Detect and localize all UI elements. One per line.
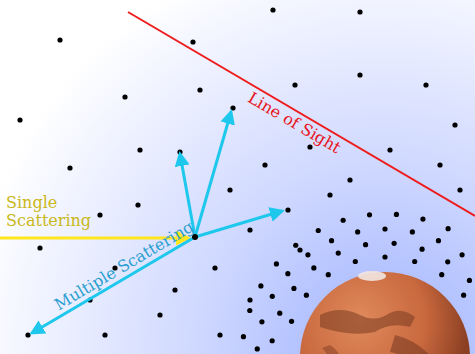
particle-dot (382, 254, 387, 259)
particle-dot (392, 241, 397, 246)
particle-dot (289, 319, 294, 324)
mars-planet (300, 271, 470, 354)
particle-dot (230, 105, 235, 110)
particle-dot (355, 229, 360, 234)
particle-dot (341, 218, 346, 223)
particle-dot (212, 265, 217, 270)
particle-dot (259, 319, 264, 324)
particle-dot (367, 212, 372, 217)
particle-dot (347, 177, 352, 182)
particle-dot (452, 122, 457, 127)
particle-dot (172, 287, 177, 292)
particle-dot (137, 147, 142, 152)
particle-dot (67, 165, 72, 170)
particle-dot (285, 271, 290, 276)
particle-dot (387, 147, 392, 152)
particle-dot (262, 162, 267, 167)
particle-dot (270, 294, 275, 299)
particle-dot (304, 293, 309, 298)
particle-dot (291, 286, 296, 291)
particle-dot (457, 187, 462, 192)
particle-dot (37, 245, 42, 250)
particle-dot (311, 265, 316, 270)
particle-dot (412, 259, 417, 264)
particle-dot (297, 247, 302, 252)
particle-dot (25, 332, 30, 337)
particle-dot (357, 72, 362, 77)
particle-dot (467, 278, 472, 283)
particle-dot (316, 228, 321, 233)
particle-dot (336, 250, 341, 255)
particle-dot (190, 39, 195, 44)
line-of-sight (128, 12, 475, 216)
particle-dot (247, 227, 252, 232)
particle-dot (270, 7, 275, 12)
particle-dot (293, 243, 298, 248)
particle-dot (305, 252, 310, 257)
particle-dot (445, 259, 450, 264)
particle-dot (285, 207, 290, 212)
particle-dot (277, 311, 282, 316)
particle-dot (445, 226, 450, 231)
particle-dot (382, 226, 387, 231)
particle-dot (135, 202, 140, 207)
particle-dot (255, 346, 260, 351)
particle-dot (247, 297, 252, 302)
particle-dot (439, 272, 444, 277)
particle-dot (247, 308, 252, 313)
particle-dot (307, 144, 312, 149)
particle-dot (177, 149, 182, 154)
particle-dot (17, 117, 22, 122)
particle-dot (102, 332, 107, 337)
particle-dot (419, 247, 424, 252)
particle-dot (258, 283, 263, 288)
particle-dot (327, 192, 332, 197)
single-scattering-label: Single Scattering (6, 194, 82, 230)
particle-dot (394, 212, 399, 217)
particle-dot (122, 94, 127, 99)
particle-dot (437, 162, 442, 167)
particle-dot (357, 9, 362, 14)
particle-dot (217, 332, 222, 337)
particle-dot (197, 87, 202, 92)
particle-dot (329, 238, 334, 243)
particle-dot (241, 334, 246, 339)
particle-dot (410, 229, 415, 234)
particle-dot (57, 37, 62, 42)
particle-dot (270, 338, 275, 343)
particle-dot (363, 242, 368, 247)
particle-dot (274, 261, 279, 266)
particle-dot (326, 272, 331, 277)
particle-dot (227, 187, 232, 192)
particle-dot (423, 82, 428, 87)
particle-dot (436, 238, 441, 243)
particle-dot (292, 82, 297, 87)
particle-dot (461, 293, 466, 298)
particle-dot (157, 312, 162, 317)
particle-dot (459, 252, 464, 257)
particle-dot (97, 212, 102, 217)
particle-dot (420, 217, 425, 222)
particle-dot (353, 259, 358, 264)
